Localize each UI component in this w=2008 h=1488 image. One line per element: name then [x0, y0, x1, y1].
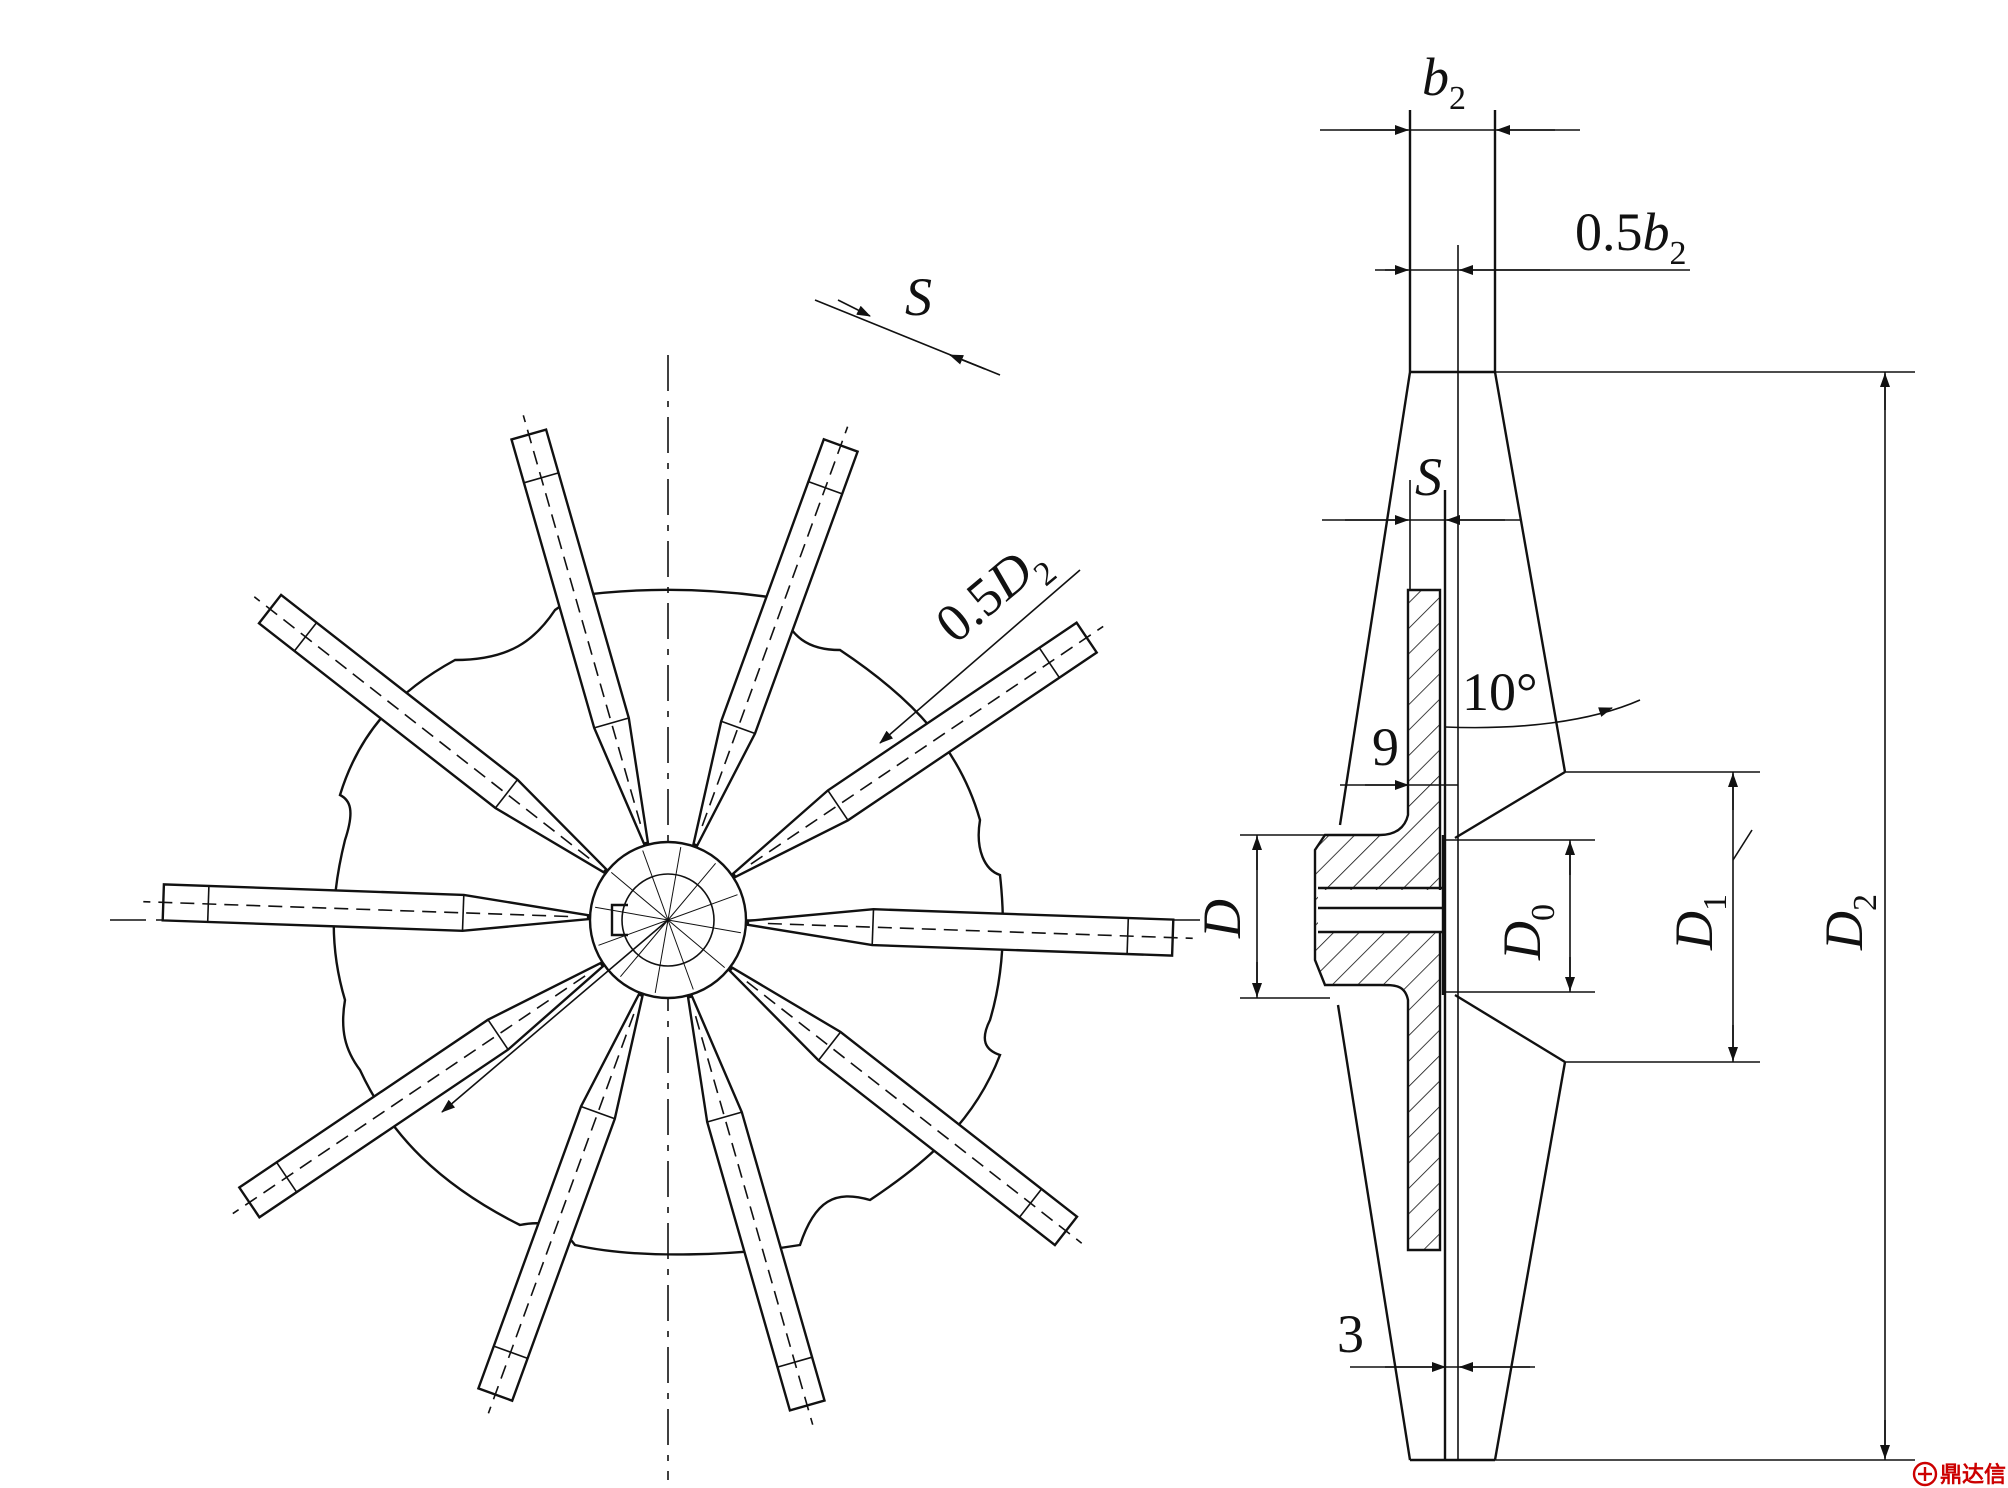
hub-ray [642, 850, 669, 921]
three-label: 3 [1337, 1304, 1364, 1364]
front-view: 0.5D2 S [110, 267, 1210, 1480]
hub-bore [621, 873, 715, 967]
blade-tip-line [523, 472, 559, 484]
blade-right-lower [1493, 1061, 1567, 1461]
blade-centerline [487, 1013, 635, 1414]
blade-centerline [694, 1015, 814, 1425]
blade-taper-line [706, 1111, 743, 1123]
hub-shoulder-bottom [1454, 993, 1566, 1064]
blade-taper-line [487, 1019, 509, 1051]
hub-ray [667, 919, 726, 968]
bore-window [1318, 890, 1443, 932]
blade [253, 593, 608, 874]
hub-ray [620, 919, 669, 978]
blade-centerline [746, 980, 1083, 1244]
s-label-front: S [905, 267, 932, 327]
blade-left-lower [1336, 1004, 1412, 1461]
blade [746, 907, 1193, 957]
blade-centerline [143, 900, 569, 918]
blade-taper-line [461, 894, 465, 931]
s-arrow-right [949, 354, 986, 370]
blade-tip-line [1038, 647, 1061, 679]
half-b2-label: 0.5b2 [1575, 202, 1687, 272]
blade-taper-line [580, 1105, 616, 1120]
keyway [610, 903, 628, 937]
blade-centerline [750, 625, 1104, 865]
blade-right-upper [1493, 371, 1567, 773]
d-label: D [1192, 899, 1252, 939]
angle-arrow [1598, 707, 1613, 717]
blades [143, 415, 1193, 1425]
blade-body [161, 883, 590, 933]
dingdaxin-logo-icon [1912, 1461, 1938, 1487]
hub-ray [598, 919, 669, 946]
angle-label: 10° [1462, 662, 1538, 722]
half-d2-label: 0.5D2 [924, 529, 1064, 662]
blade [510, 415, 650, 846]
blade-body [746, 907, 1175, 957]
blade-taper-line [593, 717, 630, 729]
blade-tip-line [493, 1345, 528, 1360]
blade-taper-line [720, 720, 756, 735]
blade-body [686, 994, 826, 1412]
hub-ray [610, 872, 669, 921]
d2-label: D2 [1814, 894, 1884, 951]
blade-centerline [253, 596, 590, 860]
blade-taper-line [817, 1031, 842, 1061]
b2-label: b2 [1422, 47, 1466, 117]
blade-taper-line [494, 779, 519, 809]
blade-tip-line [808, 480, 843, 495]
watermark: 鼎达信 [1912, 1461, 2006, 1488]
d1-break-mark [1732, 829, 1753, 861]
s-arrow-left [837, 299, 871, 317]
hub-rays [595, 847, 741, 993]
blade-tip-line [275, 1161, 298, 1193]
hub-ray [654, 919, 669, 993]
watermark-text: 鼎达信 [1940, 1462, 2006, 1488]
s-label-side: S [1415, 447, 1442, 507]
hub-ray [595, 906, 669, 921]
angle-arc [1444, 699, 1641, 729]
blade-centerline [522, 415, 642, 825]
blade-centerline [232, 975, 586, 1215]
hub-ray [667, 862, 716, 921]
nine-label: 9 [1372, 717, 1399, 777]
hub-shoulder-top [1454, 770, 1566, 840]
hub-ray [667, 847, 682, 921]
hub-ray [667, 919, 694, 990]
blade [476, 992, 644, 1414]
d1-label: D1 [1664, 894, 1734, 951]
radius-dim-line-lower [441, 919, 669, 1113]
side-view: b2 0.5b2 S 10° 9 3 D [1192, 47, 1915, 1462]
hub-ray [667, 919, 741, 934]
radius-dim-line [879, 569, 1081, 744]
blade-tip-line [206, 885, 210, 922]
blade [686, 994, 826, 1425]
hub-ray [667, 894, 738, 921]
blade-taper-line [827, 789, 849, 821]
blade [232, 961, 605, 1219]
blade-centerline [767, 922, 1193, 940]
blade-taper-line [871, 909, 875, 946]
blade-tip-line [777, 1356, 813, 1368]
blade-tip-line [1126, 918, 1130, 955]
blade [731, 621, 1104, 879]
svg-text:0.5D2: 0.5D2 [924, 529, 1064, 662]
blade-tip-line [293, 622, 318, 652]
blade [728, 966, 1083, 1247]
blade-left-upper [1338, 371, 1412, 826]
blade [143, 883, 590, 933]
d0-label: D0 [1492, 904, 1562, 961]
blade [692, 426, 860, 848]
blade-centerline [701, 426, 849, 827]
blade-tip-line [1018, 1188, 1043, 1218]
